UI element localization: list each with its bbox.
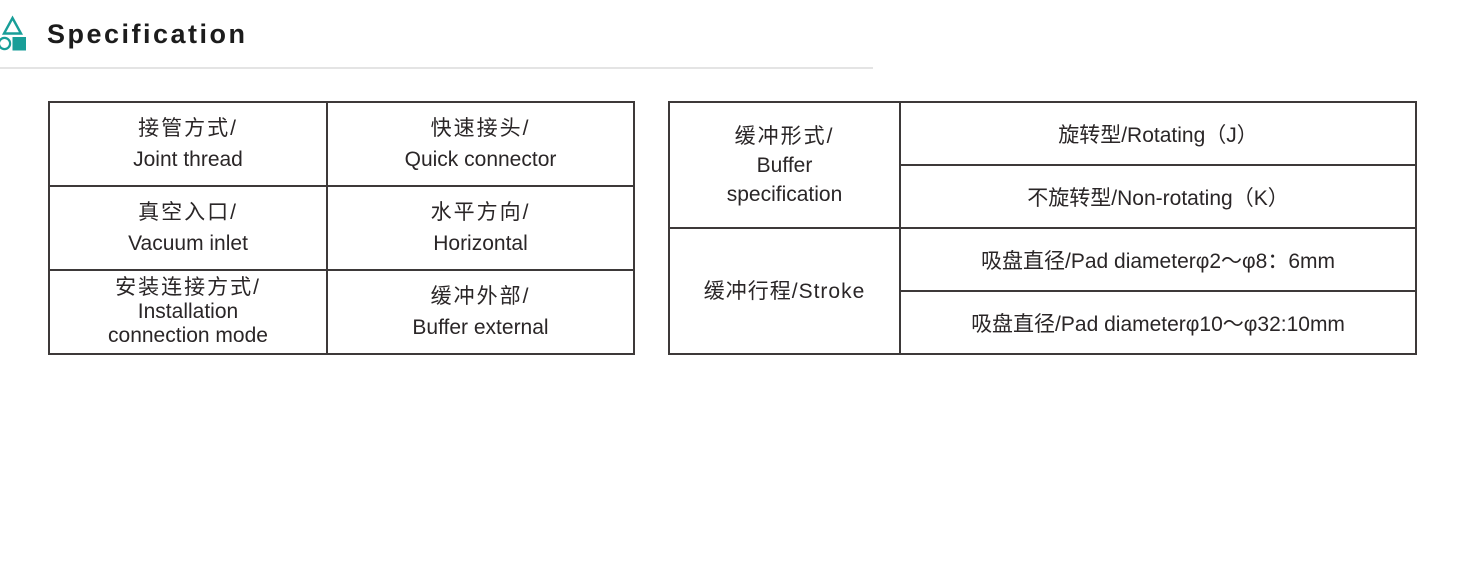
- cell-buffer-external: 缓冲外部/ Buffer external: [326, 269, 635, 355]
- cell-line-en: Quick connector: [404, 148, 557, 171]
- cell-vacuum-inlet: 真空入口/ Vacuum inlet: [48, 185, 328, 271]
- cell-pad-diameter-large: 吸盘直径/Pad diameterφ10～φ32:10mm: [899, 290, 1417, 355]
- header-divider: [0, 67, 873, 69]
- cell-non-rotating-k: 不旋转型/Non-rotating（K）: [899, 164, 1417, 229]
- cell-line-zh: 缓冲形式/: [734, 124, 835, 148]
- table-row: 安装连接方式/ Installation connection mode 缓冲外…: [48, 269, 635, 355]
- table-row: 缓冲形式/ Buffer specification 旋转型/Rotating（…: [668, 101, 1417, 229]
- cell-line-zh: 缓冲外部/: [430, 285, 531, 308]
- cell-buffer-specification: 缓冲形式/ Buffer specification: [668, 101, 901, 229]
- cell-line-en: Buffer external: [412, 316, 549, 339]
- cell-line-zh: 水平方向/: [430, 201, 531, 224]
- cell-line-mixed: 缓冲行程/Stroke: [703, 279, 866, 303]
- cell-line-zh: 真空入口/: [138, 201, 238, 224]
- right-spec-table: 缓冲形式/ Buffer specification 旋转型/Rotating（…: [668, 101, 1417, 355]
- table-row: 接管方式/ Joint thread 快速接头/ Quick connector: [48, 101, 635, 187]
- cell-line-en: Vacuum inlet: [128, 232, 248, 255]
- cell-line-zh: 安装连接方式/: [115, 276, 261, 299]
- cell-line-en: connection mode: [108, 324, 268, 347]
- table-row: 真空入口/ Vacuum inlet 水平方向/ Horizontal: [48, 185, 635, 271]
- triangle-circle-square-icon: [0, 15, 26, 51]
- cell-line-en: specification: [726, 182, 843, 206]
- cell-line-en: Joint thread: [133, 148, 243, 171]
- cell-line-zh: 接管方式/: [138, 117, 238, 140]
- cell-pad-diameter-small: 吸盘直径/Pad diameterφ2～φ8：6mm: [899, 227, 1417, 292]
- cell-joint-thread: 接管方式/ Joint thread: [48, 101, 328, 187]
- cell-quick-connector: 快速接头/ Quick connector: [326, 101, 635, 187]
- cell-rotating-j: 旋转型/Rotating（J）: [899, 101, 1417, 166]
- cell-line-en: Horizontal: [433, 232, 528, 255]
- table-row: 缓冲行程/Stroke 吸盘直径/Pad diameterφ2～φ8：6mm: [668, 227, 1417, 355]
- cell-line-en: Buffer: [756, 153, 813, 177]
- left-spec-table: 接管方式/ Joint thread 快速接头/ Quick connector…: [48, 101, 635, 355]
- table-row: 不旋转型/Non-rotating（K）: [669, 164, 1417, 229]
- cell-horizontal: 水平方向/ Horizontal: [326, 185, 635, 271]
- cell-stroke: 缓冲行程/Stroke: [668, 227, 901, 355]
- cell-installation-connection-mode: 安装连接方式/ Installation connection mode: [48, 269, 328, 355]
- cell-line-zh: 快速接头/: [430, 117, 531, 140]
- page-title: Specification: [47, 19, 248, 49]
- table-row: 吸盘直径/Pad diameterφ10～φ32:10mm: [669, 290, 1417, 355]
- cell-line-en: Installation: [137, 300, 239, 323]
